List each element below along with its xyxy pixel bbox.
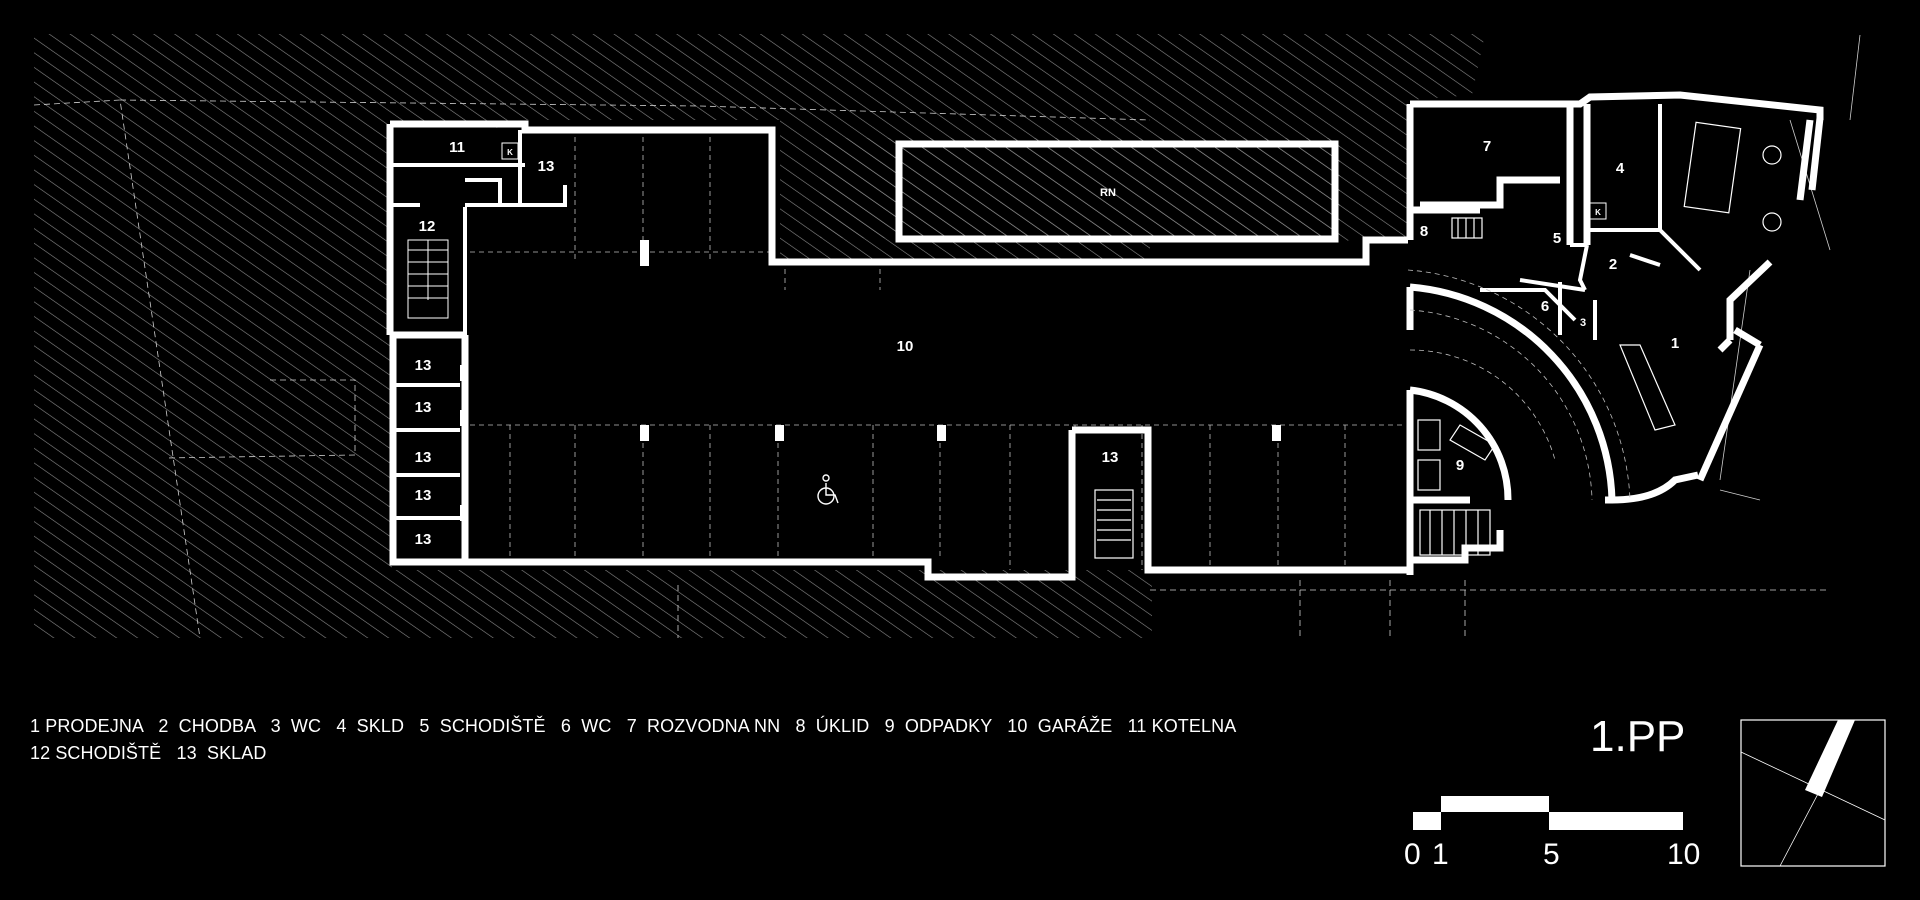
scale-tick-5: 5 [1543, 838, 1560, 871]
room-label-12: 12 [419, 218, 436, 235]
north-arrow [1740, 719, 1886, 867]
site-outline [33, 99, 1830, 639]
hatched-ground [34, 34, 1485, 638]
room-label-3: 3 [1580, 317, 1586, 329]
room-label-2: 2 [1609, 256, 1617, 273]
scale-bar [1413, 796, 1683, 830]
room-label-5: 5 [1553, 230, 1561, 247]
level-title: 1.PP [1590, 712, 1686, 761]
room-label-13-top: 13 [538, 158, 555, 175]
room-label-11: 11 [449, 139, 465, 156]
scale-tick-0: 0 [1404, 838, 1421, 871]
room-legend: 1 PRODEJNA 2 CHODBA 3 WC 4 SKLD 5 SCHODI… [30, 713, 1236, 767]
room-label-10: 10 [897, 338, 914, 355]
legend-line-1: 1 PRODEJNA 2 CHODBA 3 WC 4 SKLD 5 SCHODI… [30, 716, 1237, 736]
room-label-6: 6 [1541, 298, 1549, 315]
wheelchair-icon [817, 474, 839, 505]
room-label-13-b: 13 [415, 399, 432, 416]
room-label-k-left: K [507, 148, 513, 157]
room-label-1: 1 [1671, 335, 1679, 352]
room-label-13-d: 13 [415, 487, 432, 504]
room-label-k-right: K [1595, 208, 1601, 217]
parking-grid [470, 128, 1405, 570]
room-label-13-f: 13 [1102, 449, 1119, 466]
room-label-7: 7 [1483, 138, 1491, 155]
room-label-9: 9 [1456, 457, 1464, 474]
room-label-13-e: 13 [415, 531, 432, 548]
room-label-13-c: 13 [415, 449, 432, 466]
scale-tick-10: 10 [1667, 838, 1701, 871]
room-label-4: 4 [1616, 160, 1625, 177]
legend-line-2: 12 SCHODIŠTĚ 13 SKLAD [30, 743, 267, 763]
scale-tick-1: 1 [1432, 838, 1449, 871]
room-label-rn: RN [1100, 187, 1116, 199]
room-label-13-a: 13 [415, 357, 432, 374]
room-label-8: 8 [1420, 223, 1428, 240]
